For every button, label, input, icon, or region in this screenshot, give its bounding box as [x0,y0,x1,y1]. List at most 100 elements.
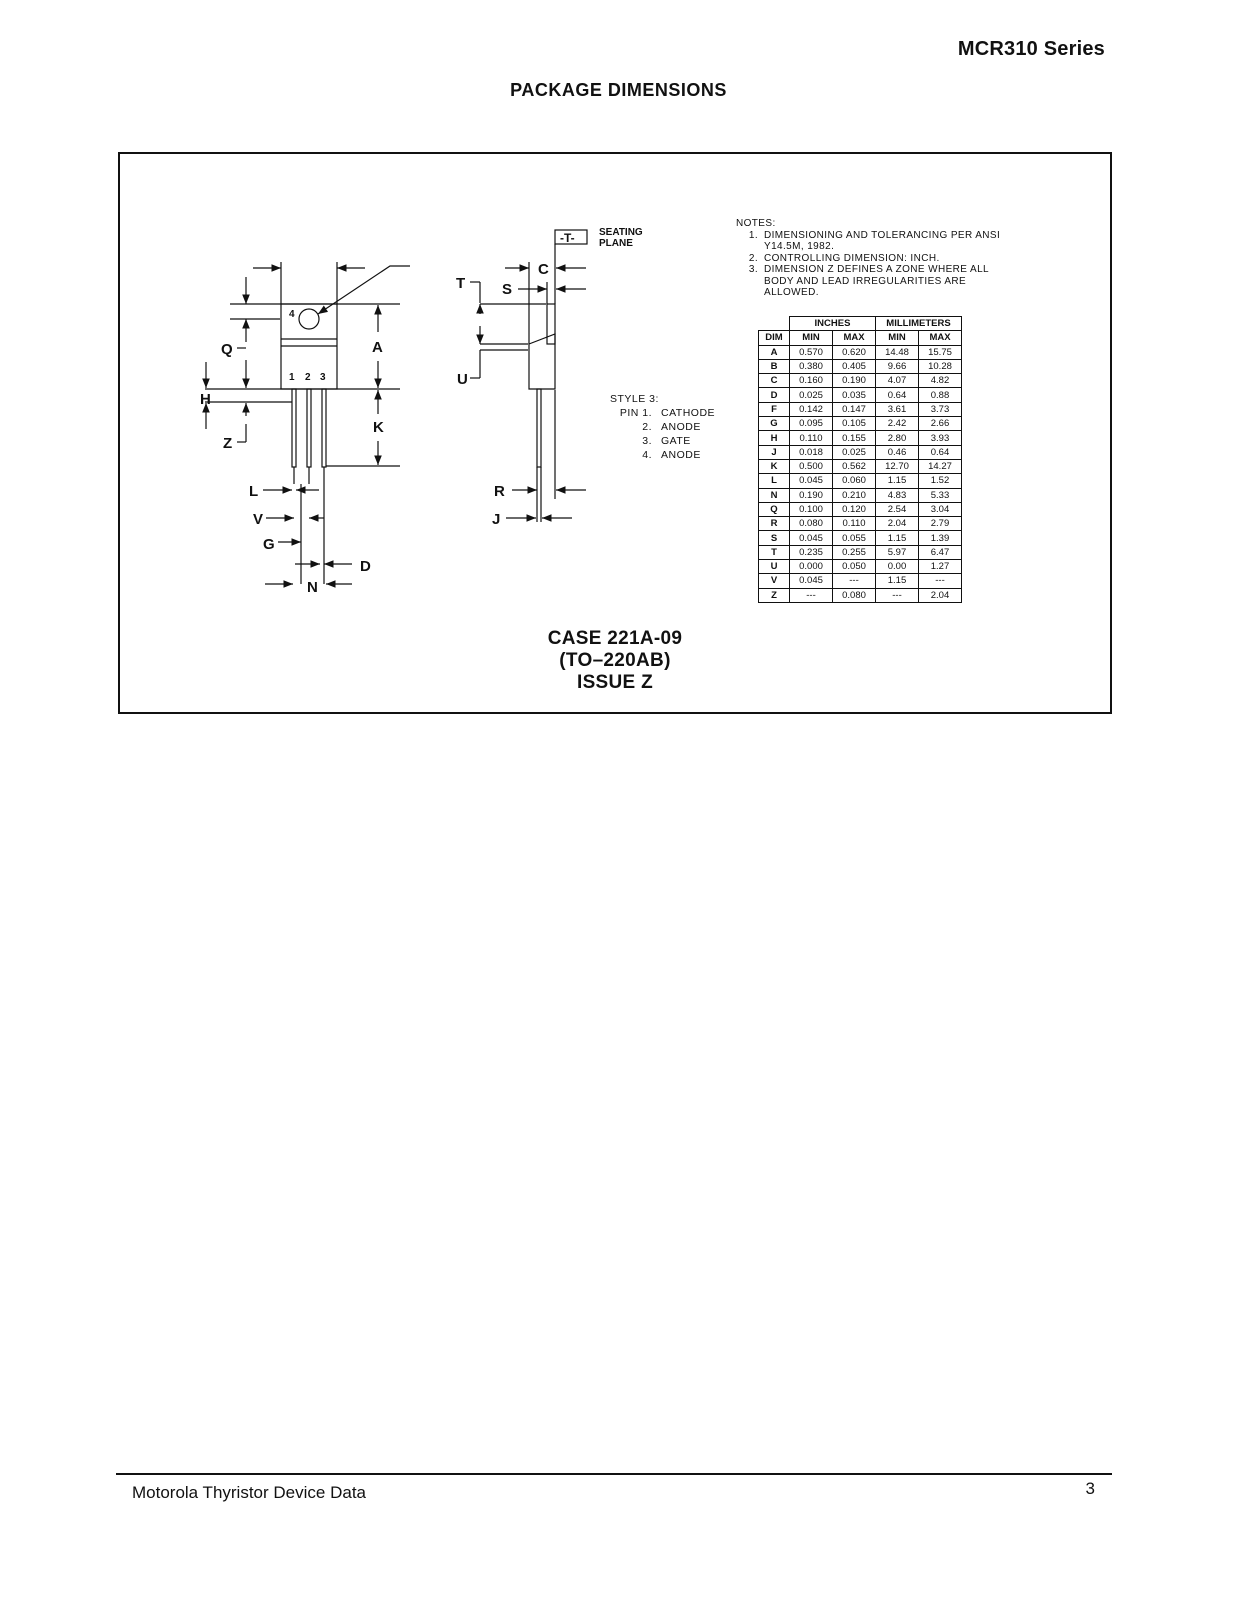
value-cell: 3.93 [918,430,962,446]
dim-cell: Q [758,501,790,518]
dim-cell: U [758,559,790,575]
note-number: 3. [748,264,758,275]
value-cell: 0.88 [918,387,962,403]
value-cell: 12.70 [875,458,919,475]
notes-block: NOTES: 1. DIMENSIONING AND TOLERANCING P… [736,218,1000,299]
value-cell: 0.095 [789,416,833,432]
value-cell: 1.39 [918,530,962,546]
value-cell: 0.000 [789,559,833,575]
dim-label-z: Z [223,435,232,452]
value-cell: 0.46 [875,444,919,460]
group-millimeters: MILLIMETERS [875,315,962,332]
value-cell: 0.025 [789,387,833,403]
dim-cell: L [758,473,790,489]
dim-label-q: Q [221,341,233,358]
dim-cell: D [758,387,790,403]
value-cell: 0.120 [832,501,876,518]
value-cell: 5.97 [875,544,919,561]
pin-label-4: 4 [289,309,295,320]
value-cell: 0.100 [789,501,833,518]
mounting-hole [298,308,320,330]
value-cell: 0.155 [832,430,876,446]
case-package: (TO–220AB) [559,650,671,671]
value-cell: 0.380 [789,358,833,375]
pin-function: CATHODE [661,407,716,419]
case-issue: ISSUE Z [576,672,653,693]
style-pin-4: 4.ANODE [608,448,715,462]
lead-side [536,388,542,468]
value-cell: 0.64 [918,444,962,460]
tab-side [546,303,556,345]
value-cell: 0.110 [832,516,876,532]
note-line: DIMENSION Z DEFINES A ZONE WHERE ALL [764,264,989,275]
table-row: Z---0.080---2.04 [758,587,962,603]
table-header-row: DIM MIN MAX MIN MAX [758,330,962,346]
value-cell: 2.42 [875,416,919,432]
pin-number: PIN 1. [619,407,652,419]
dim-cell: N [758,487,790,503]
dim-cell: T [758,544,790,561]
lead-1 [291,388,297,468]
lead-3 [321,388,327,468]
pin-function: ANODE [661,421,701,433]
footer-rule [116,1473,1112,1475]
dim-label-n: N [307,579,318,596]
value-cell: 1.15 [875,473,919,489]
note-line: Y14.5M, 1982. [764,241,835,252]
value-cell: 3.73 [918,401,962,418]
value-cell: 0.105 [832,416,876,432]
dim-label-c: C [538,261,549,278]
value-cell: 0.080 [789,516,833,532]
dim-cell: K [758,458,790,475]
pin-label-3: 3 [320,372,326,383]
dim-cell: Z [758,587,790,603]
value-cell: 1.15 [875,530,919,546]
value-cell: 0.562 [832,458,876,475]
value-cell: 0.190 [789,487,833,503]
note-line: ALLOWED. [764,287,819,298]
value-cell: 0.620 [832,344,876,360]
section-title: PACKAGE DIMENSIONS [510,80,727,100]
dim-cell: G [758,416,790,432]
value-cell: 2.79 [918,516,962,532]
value-cell: 0.00 [875,559,919,575]
value-cell: 15.75 [918,344,962,360]
series-title: MCR310 Series [957,38,1105,60]
pin-function: ANODE [661,449,701,461]
note-number: 2. [748,252,758,264]
dim-label-s: S [502,281,512,298]
value-cell: 1.27 [918,559,962,575]
table-group-row: INCHES MILLIMETERS [758,315,962,332]
style-title: STYLE 3: [610,393,659,405]
dim-label-v: V [253,511,263,528]
dim-label-h: H [200,391,211,408]
col-in-max: MAX [832,330,876,346]
dim-cell: A [758,344,790,360]
body-side [528,333,556,390]
value-cell: 1.52 [918,473,962,489]
value-cell: 0.045 [789,530,833,546]
value-cell: 0.64 [875,387,919,403]
value-cell: 0.160 [789,373,833,389]
dim-label-a: A [372,339,383,356]
value-cell: 14.27 [918,458,962,475]
value-cell: 0.060 [832,473,876,489]
value-cell: --- [789,587,833,603]
value-cell: 3.04 [918,501,962,518]
group-inches: INCHES [789,315,876,332]
style-block: STYLE 3: PIN 1.CATHODE 2.ANODE 3.GATE 4.… [608,392,715,462]
value-cell: 2.80 [875,430,919,446]
value-cell: 2.04 [875,516,919,532]
value-cell: 0.405 [832,358,876,375]
col-mm-min: MIN [875,330,919,346]
pin-label-2: 2 [305,372,311,383]
value-cell: --- [832,573,876,589]
dim-label-l: L [249,483,258,500]
